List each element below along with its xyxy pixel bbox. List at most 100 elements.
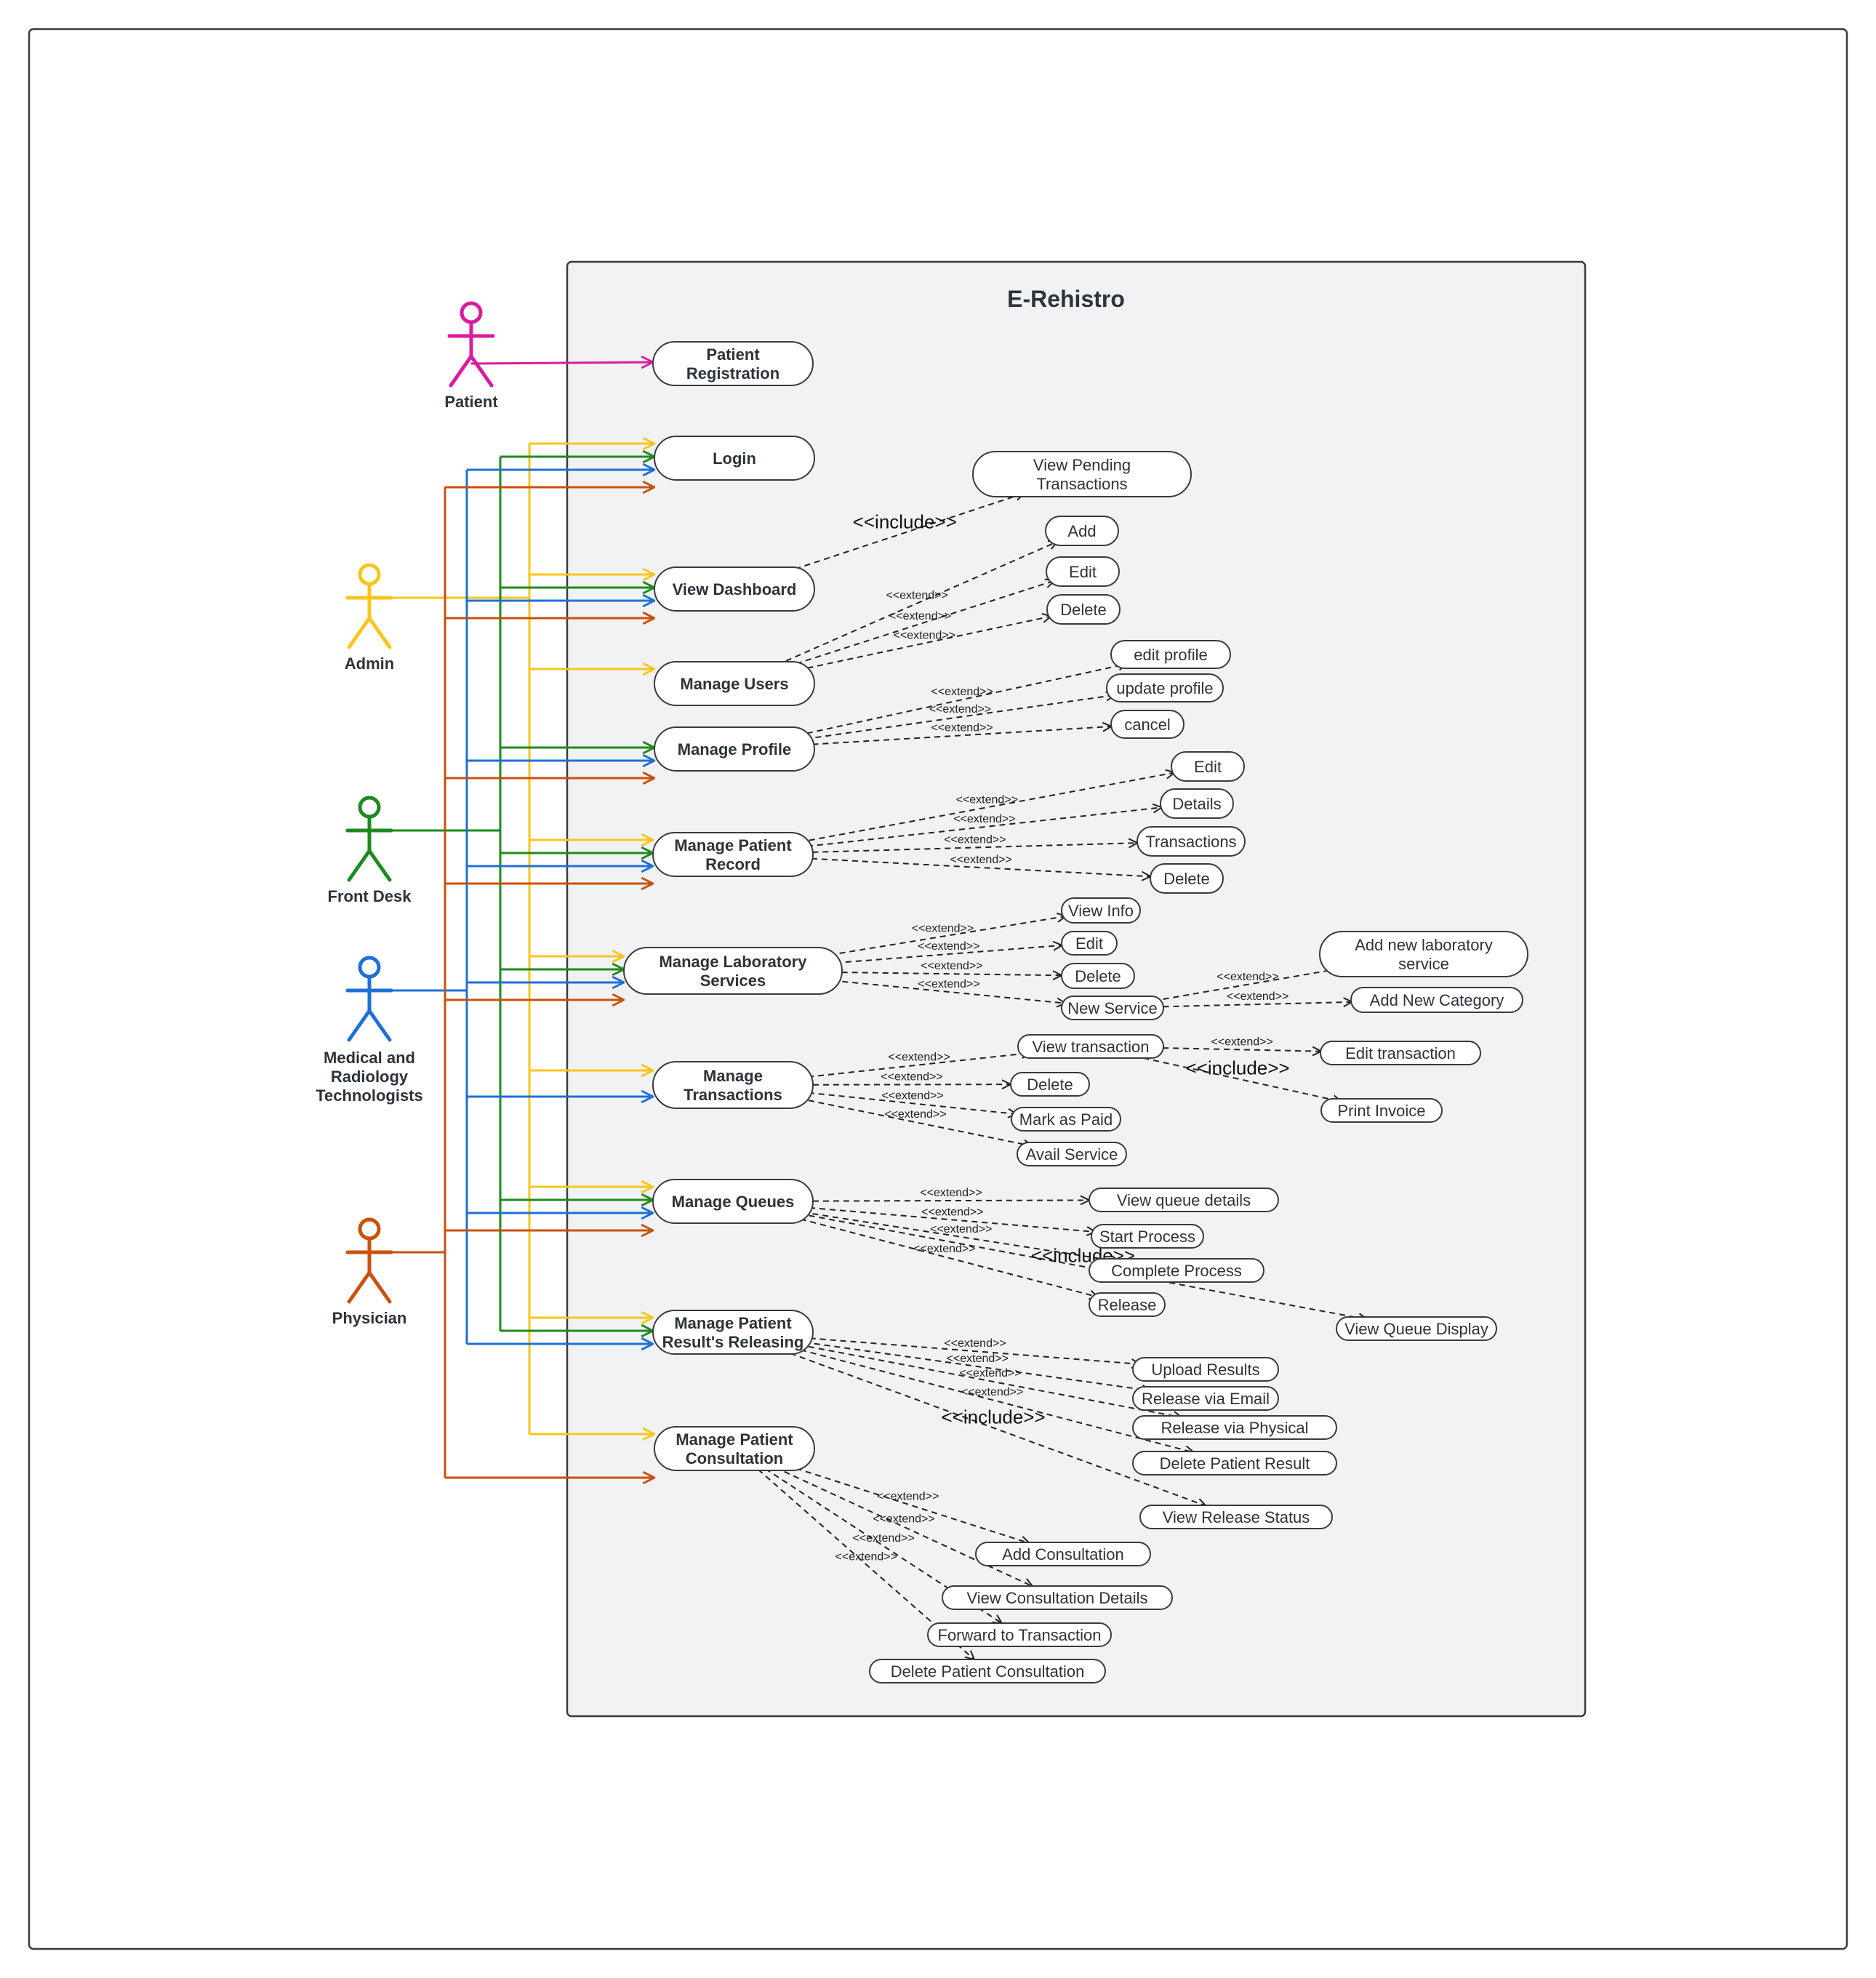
extend-arrow xyxy=(811,857,1150,877)
use-case-view-transaction[interactable]: View transaction xyxy=(1017,1034,1164,1059)
use-case-delete-patient-result[interactable]: Delete Patient Result xyxy=(1132,1451,1337,1476)
use-case-update-profile[interactable]: update profile xyxy=(1106,673,1224,702)
use-case-view-release-status[interactable]: View Release Status xyxy=(1139,1505,1333,1529)
use-case-add-consultation[interactable]: Add Consultation xyxy=(975,1542,1151,1566)
associations-physician xyxy=(391,487,654,1478)
use-case-edit-transaction[interactable]: Edit transaction xyxy=(1320,1041,1481,1065)
actor-front-desk[interactable]: Front Desk xyxy=(328,796,412,905)
use-case-record-edit[interactable]: Edit xyxy=(1171,751,1245,782)
associations-medtech xyxy=(391,470,654,1344)
associations-patient xyxy=(470,362,653,364)
extend-label: <<extend>> xyxy=(950,854,1011,866)
stick-figure-icon xyxy=(345,796,393,882)
use-case-upload-results[interactable]: Upload Results xyxy=(1132,1357,1279,1382)
actor-label: Admin xyxy=(345,654,394,673)
use-case-manage-users[interactable]: Manage Users xyxy=(654,661,815,706)
use-case-label: Release via Email xyxy=(1142,1390,1270,1408)
use-case-release[interactable]: Release xyxy=(1089,1292,1166,1317)
stick-figure-icon xyxy=(345,563,393,649)
use-case-lab-new-service[interactable]: New Service xyxy=(1061,996,1164,1020)
use-case-view-queue-details[interactable]: View queue details xyxy=(1089,1188,1279,1212)
use-case-edit-profile[interactable]: edit profile xyxy=(1110,640,1231,669)
use-case-shape xyxy=(654,726,815,772)
include-arrow xyxy=(780,1349,1206,1506)
use-case-record-delete[interactable]: Delete xyxy=(1150,863,1224,894)
use-case-manage-queues[interactable]: Manage Queues xyxy=(652,1179,814,1224)
association-lines xyxy=(391,362,654,1478)
use-case-lab-edit[interactable]: Edit xyxy=(1061,931,1118,956)
use-case-view-queue-display[interactable]: View Queue Display xyxy=(1336,1316,1497,1341)
extend-label: <<extend>> xyxy=(912,923,974,935)
use-case-label: View Dashboard xyxy=(673,580,797,598)
include-label: <<include>> xyxy=(942,1406,1046,1428)
use-case-shape xyxy=(1061,996,1164,1020)
use-case-profile-cancel[interactable]: cancel xyxy=(1110,710,1184,739)
use-case-start-process[interactable]: Start Process xyxy=(1091,1224,1204,1249)
use-case-shape xyxy=(1150,863,1224,894)
use-case-shape xyxy=(1017,1142,1127,1166)
use-case-label: cancel xyxy=(1124,716,1171,734)
use-case-add-new-category[interactable]: Add New Category xyxy=(1350,987,1523,1013)
use-case-view-consultation-details[interactable]: View Consultation Details xyxy=(942,1585,1173,1610)
use-case-shape xyxy=(869,1659,1106,1683)
use-case-mark-as-paid[interactable]: Mark as Paid xyxy=(1011,1107,1121,1132)
use-case-lab-view-info[interactable]: View Info xyxy=(1061,897,1141,924)
use-case-print-invoice[interactable]: Print Invoice xyxy=(1320,1098,1443,1123)
use-case-shape xyxy=(1045,516,1119,546)
actor-label: Front Desk xyxy=(328,887,412,905)
use-case-record-details[interactable]: Details xyxy=(1160,788,1234,819)
extend-arrow xyxy=(1163,1002,1352,1008)
use-case-login[interactable]: Login xyxy=(654,436,815,481)
use-case-avail-service[interactable]: Avail Service xyxy=(1017,1142,1127,1166)
extend-arrow xyxy=(819,916,1066,958)
use-case-shape xyxy=(654,661,815,706)
use-case-forward-to-transaction[interactable]: Forward to Transaction xyxy=(927,1622,1112,1647)
use-case-release-via-physical[interactable]: Release via Physical xyxy=(1132,1415,1337,1440)
use-case-shape xyxy=(1160,788,1234,819)
extend-label: <<extend>> xyxy=(918,940,979,953)
actor-patient[interactable]: Patient xyxy=(444,301,498,411)
use-case-view-dashboard[interactable]: View Dashboard xyxy=(654,566,815,612)
use-case-label: Complete Process xyxy=(1111,1262,1242,1280)
extend-arrow xyxy=(809,1337,1141,1364)
use-case-shape xyxy=(1061,931,1118,956)
extend-arrow xyxy=(812,1200,1089,1201)
extend-label: <<extend>> xyxy=(959,1367,1021,1380)
use-case-users-delete[interactable]: Delete xyxy=(1046,594,1121,625)
use-case-trans-delete[interactable]: Delete xyxy=(1010,1072,1090,1097)
extend-arrow xyxy=(776,542,1057,666)
use-case-manage-profile[interactable]: Manage Profile xyxy=(654,726,815,772)
extend-arrow xyxy=(805,695,1115,740)
use-case-shape xyxy=(1089,1258,1264,1283)
use-case-users-add[interactable]: Add xyxy=(1045,516,1119,546)
use-case-label: View Release Status xyxy=(1163,1508,1310,1526)
use-case-shape xyxy=(1132,1386,1279,1411)
use-case-label: View transaction xyxy=(1032,1038,1149,1056)
actor-label: Patient xyxy=(444,393,498,411)
extend-label: <<extend>> xyxy=(953,813,1015,825)
use-case-delete-patient-consultation[interactable]: Delete Patient Consultation xyxy=(869,1659,1106,1683)
actor-admin[interactable]: Admin xyxy=(345,563,394,673)
use-case-release-via-email[interactable]: Release via Email xyxy=(1132,1386,1279,1411)
extend-label: <<extend>> xyxy=(931,686,993,698)
use-case-users-edit[interactable]: Edit xyxy=(1046,556,1120,587)
use-case-complete-process[interactable]: Complete Process xyxy=(1089,1258,1264,1283)
use-case-record-transactions[interactable]: Transactions xyxy=(1137,826,1246,857)
stick-figure-icon xyxy=(447,301,495,388)
extend-label: <<extend>> xyxy=(886,590,947,602)
association-line xyxy=(470,362,653,364)
use-case-lab-delete[interactable]: Delete xyxy=(1061,963,1135,989)
use-case-label: Details xyxy=(1172,795,1221,813)
actor-physician[interactable]: Physician xyxy=(332,1217,407,1327)
